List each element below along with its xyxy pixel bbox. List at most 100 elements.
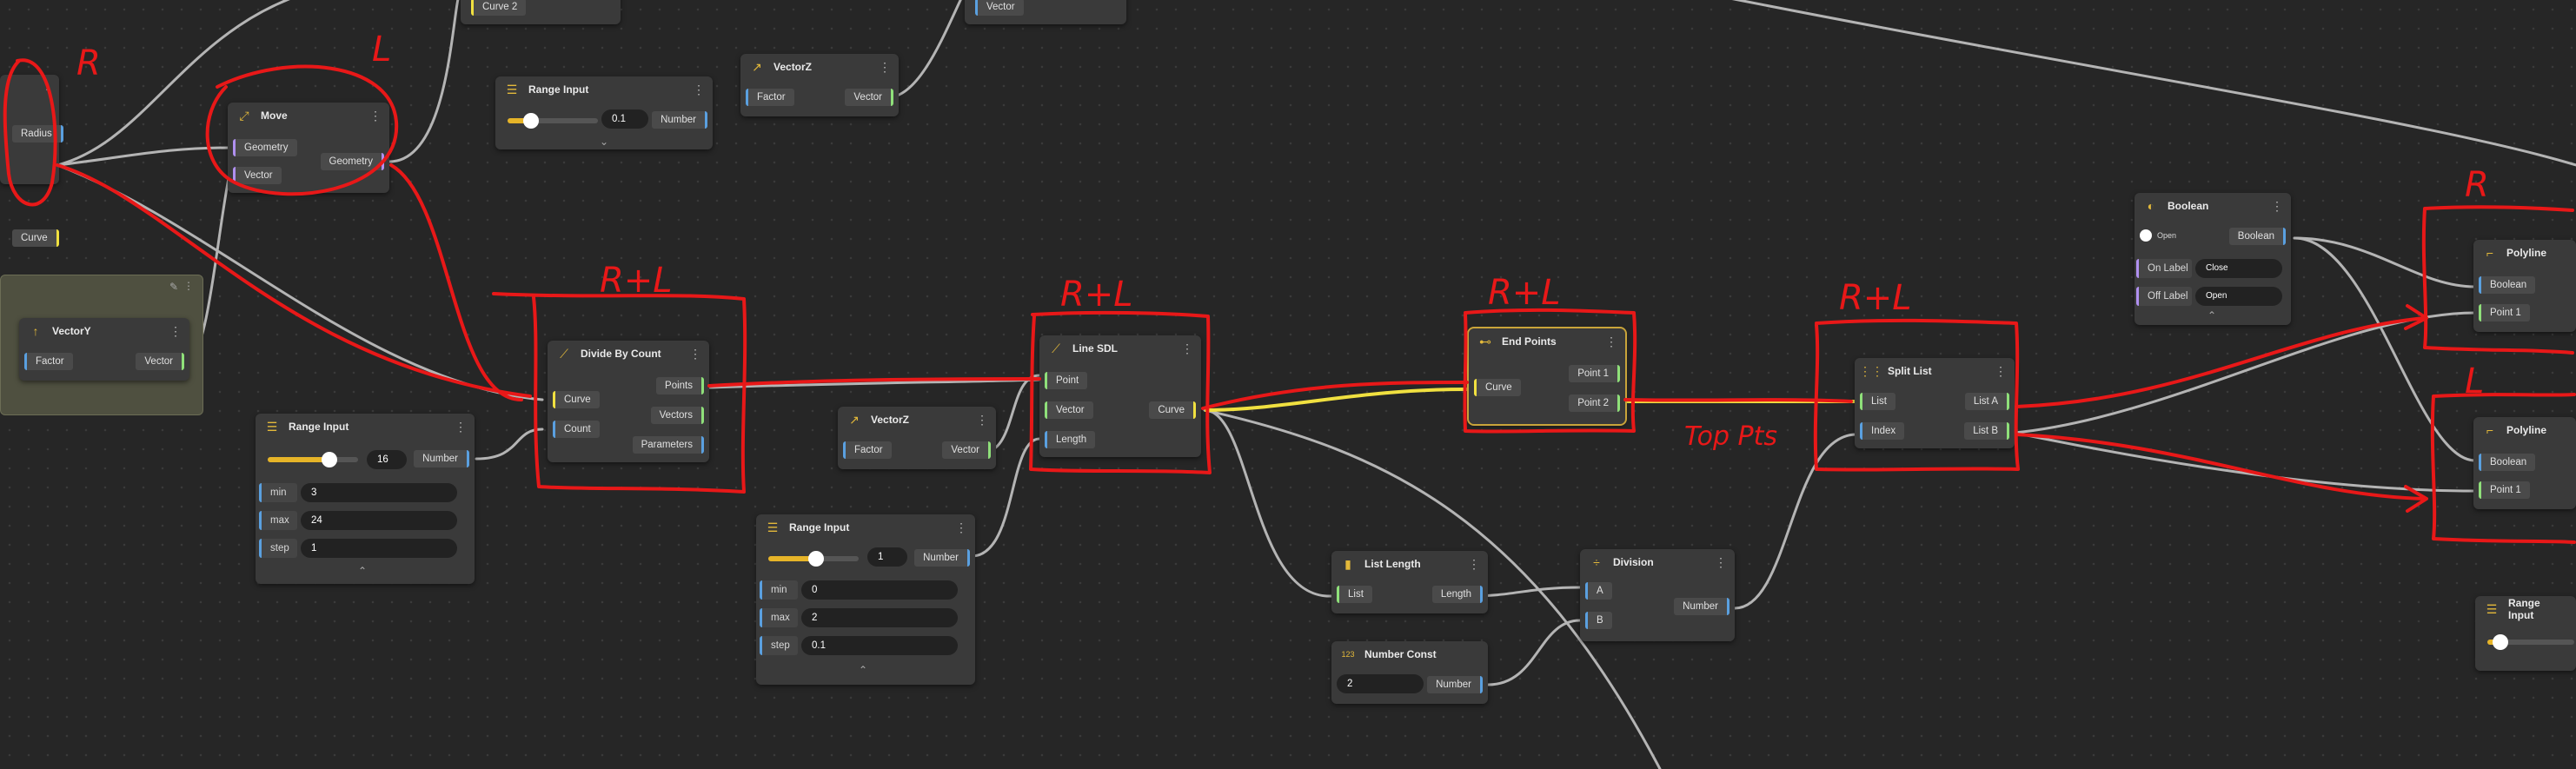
menu-icon[interactable]: ⋮ <box>955 520 967 534</box>
node-range-input-length[interactable]: ☰Range Input⋮ 1 Number min 0 max 2 step … <box>756 514 975 685</box>
port-vector[interactable]: Vector <box>1045 401 1093 419</box>
port-number[interactable]: Number <box>652 111 707 129</box>
slider[interactable] <box>268 452 358 467</box>
port-number[interactable]: Number <box>914 549 970 567</box>
port-length[interactable]: Length <box>1431 586 1483 603</box>
port-point2[interactable]: Point 2 <box>1569 394 1620 412</box>
min-field[interactable]: 3 <box>301 483 457 502</box>
node-line-sdl[interactable]: ⟋Line SDL⋮ Point Vector Length Curve <box>1039 335 1201 457</box>
menu-icon[interactable]: ⋮ <box>976 412 988 427</box>
port-length[interactable]: Length <box>1045 431 1096 448</box>
menu-icon[interactable]: ⋮ <box>1468 556 1480 571</box>
node-boolean[interactable]: ◐Boolean⋮ Open Boolean On Label Close Of… <box>2134 193 2291 325</box>
value-field[interactable]: 1 <box>867 547 907 567</box>
node-range-input-top[interactable]: ☰Range Input⋮ 0.1 Number ⌄ <box>495 76 713 149</box>
node-end-points[interactable]: ⊷End Points⋮ Curve Point 1 Point 2 <box>1467 327 1627 426</box>
node-vectorz-mid[interactable]: ↗VectorZ⋮ Factor Vector <box>838 407 996 469</box>
menu-icon[interactable]: ⋮ <box>1995 363 2007 378</box>
port-geometry-out[interactable]: Geometry <box>320 153 384 170</box>
port-radius[interactable]: Radius <box>12 125 63 143</box>
port-factor[interactable]: Factor <box>746 89 794 106</box>
chevron-down-icon[interactable]: ⌄ <box>600 136 609 148</box>
off-label-field[interactable]: Open <box>2195 287 2282 306</box>
max-field[interactable]: 2 <box>801 608 958 627</box>
node-polyline-2[interactable]: ⌐Polyline Boolean Point 1 <box>2473 417 2576 509</box>
node-polyline-1[interactable]: ⌐Polyline Boolean Point 1 <box>2473 240 2576 332</box>
port-factor[interactable]: Factor <box>24 353 73 370</box>
port-list-b[interactable]: List B <box>1964 422 2009 440</box>
port-curve2[interactable]: Curve 2 <box>471 0 527 16</box>
node-move[interactable]: ⤢Move⋮ Geometry Vector Geometry <box>228 103 389 193</box>
menu-icon[interactable]: ⋮ <box>2271 198 2283 213</box>
chevron-up-icon[interactable]: ⌃ <box>859 664 868 676</box>
menu-icon[interactable]: ⋮ <box>689 346 701 361</box>
menu-icon[interactable]: ⋮ <box>1715 554 1727 569</box>
menu-icon[interactable]: ⋮ <box>42 80 52 92</box>
port-number[interactable]: Number <box>1674 598 1730 615</box>
chevron-up-icon[interactable]: ⌃ <box>2208 309 2217 322</box>
port-count[interactable]: Count <box>553 421 600 438</box>
slider[interactable] <box>508 113 598 129</box>
port-curve[interactable]: Curve <box>1474 379 1521 396</box>
menu-icon[interactable]: ⋮ <box>369 108 382 123</box>
port-geometry-in[interactable]: Geometry <box>233 139 297 156</box>
node-left-partial[interactable]: ⋮ Radius Curve <box>0 75 63 247</box>
port-number[interactable]: Number <box>414 450 469 467</box>
max-field[interactable]: 24 <box>301 511 457 530</box>
menu-icon[interactable]: ⋮ <box>1181 341 1193 355</box>
port-b[interactable]: B <box>1585 612 1612 629</box>
menu-icon[interactable]: ⋮ <box>1605 334 1617 348</box>
port-list-a[interactable]: List A <box>1964 393 2009 410</box>
port-list[interactable]: List <box>1860 393 1895 410</box>
node-split-list[interactable]: ⋮⋮Split List⋮ List Index List A List B <box>1855 358 2015 448</box>
edit-icon[interactable]: ✎ <box>169 281 178 293</box>
menu-icon[interactable]: ⋮ <box>693 82 705 96</box>
port-boolean[interactable]: Boolean <box>2479 454 2536 471</box>
port-a[interactable]: A <box>1585 582 1612 600</box>
port-point1[interactable]: Point 1 <box>2479 481 2530 499</box>
port-boolean[interactable]: Boolean <box>2479 276 2536 294</box>
node-list-length[interactable]: ▮List Length⋮ List Length <box>1331 551 1488 613</box>
chevron-up-icon[interactable]: ⌃ <box>358 565 368 577</box>
menu-icon[interactable]: ⋮ <box>183 280 194 292</box>
port-parameters[interactable]: Parameters <box>632 436 704 454</box>
port-factor[interactable]: Factor <box>843 441 892 459</box>
port-points[interactable]: Points <box>656 377 704 394</box>
port-point[interactable]: Point <box>1045 372 1088 389</box>
value-field[interactable]: 2 <box>1337 674 1424 693</box>
node-division[interactable]: ÷Division⋮ A B Number <box>1580 549 1735 641</box>
menu-icon[interactable]: ⋮ <box>879 59 891 74</box>
port-index[interactable]: Index <box>1860 422 1905 440</box>
port-vectors[interactable]: Vectors <box>650 407 704 424</box>
on-label-field[interactable]: Close <box>2195 259 2282 278</box>
port-vector[interactable]: Vector <box>975 0 1024 16</box>
step-field[interactable]: 1 <box>301 539 457 558</box>
value-field[interactable]: 16 <box>367 450 407 469</box>
port-vector[interactable]: Vector <box>136 353 184 370</box>
port-vector-in[interactable]: Vector <box>233 167 282 184</box>
port-curve[interactable]: Curve <box>12 229 59 247</box>
port-curve[interactable]: Curve <box>1149 401 1196 419</box>
port-point1[interactable]: Point 1 <box>2479 304 2530 322</box>
step-field[interactable]: 0.1 <box>801 636 958 655</box>
slider[interactable] <box>2487 634 2574 650</box>
slider[interactable] <box>768 551 859 567</box>
port-vector[interactable]: Vector <box>942 441 991 459</box>
node-vectory[interactable]: ↑VectorY⋮ Factor Vector <box>19 318 189 381</box>
node-top-partial-2[interactable]: Vector <box>965 0 1126 24</box>
node-divide-by-count[interactable]: ⟋Divide By Count⋮ Curve Count Points Vec… <box>548 341 709 462</box>
node-range-input-count[interactable]: ☰Range Input⋮ 16 Number min 3 max 24 ste… <box>256 414 475 584</box>
toggle-switch[interactable] <box>2140 229 2152 242</box>
port-number[interactable]: Number <box>1427 676 1483 693</box>
node-range-input-right[interactable]: ☰Range Input <box>2475 596 2576 671</box>
port-point1[interactable]: Point 1 <box>1569 365 1620 382</box>
min-field[interactable]: 0 <box>801 580 958 600</box>
menu-icon[interactable]: ⋮ <box>169 323 182 338</box>
port-vector[interactable]: Vector <box>845 89 893 106</box>
node-top-partial-1[interactable]: Curve 2 <box>461 0 621 24</box>
port-curve[interactable]: Curve <box>553 391 600 408</box>
port-boolean[interactable]: Boolean <box>2228 228 2286 245</box>
node-vectorz-top[interactable]: ↗VectorZ⋮ Factor Vector <box>740 54 899 116</box>
menu-icon[interactable]: ⋮ <box>455 419 467 434</box>
